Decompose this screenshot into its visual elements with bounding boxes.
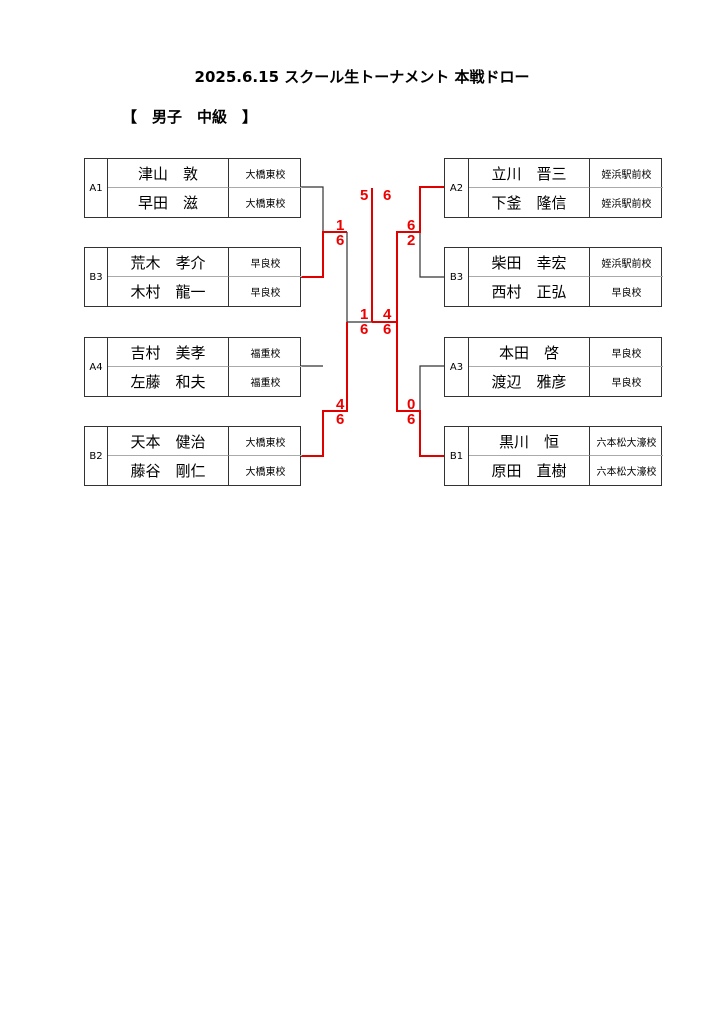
line-r1-bot: [419, 232, 444, 278]
score-r1-top: 6: [407, 217, 416, 234]
win-line-l2: [300, 322, 348, 457]
category-heading: 【 男子 中級 】: [122, 108, 258, 126]
player-name: 渡辺 雅彦: [469, 367, 590, 396]
score-r2-top: 0: [407, 396, 416, 413]
team-entry: B3 荒木 孝介 早良校 木村 龍一 早良校: [84, 247, 302, 307]
player-name: 立川 晋三: [469, 159, 590, 188]
score-final-left: 5: [360, 187, 369, 204]
score-semi-l-top: 1: [360, 306, 369, 323]
player-name: 藤谷 剛仁: [108, 456, 229, 485]
player-name: 柴田 幸宏: [469, 248, 590, 277]
team-entry: B2 天本 健治 大橋東校 藤谷 剛仁 大橋東校: [84, 426, 302, 486]
player-school: 福重校: [250, 378, 281, 389]
score-semi-r-top: 4: [383, 306, 392, 323]
page-title: 2025.6.15 スクール生トーナメント 本戦ドロー: [194, 68, 530, 86]
score-l1-bot: 6: [336, 232, 345, 249]
score-l1-top: 1: [336, 217, 345, 234]
seed-label: A4: [85, 338, 108, 396]
team-entry: B1 黒川 恒 六本松大濠校 原田 直樹 六本松大濠校: [444, 426, 663, 486]
player-name: 下釜 隆信: [469, 188, 590, 217]
team-entry: A4 吉村 美孝 福重校 左藤 和夫 福重校: [84, 337, 302, 397]
seed-label: B1: [445, 427, 469, 485]
line-r2-top: [419, 365, 444, 411]
score-l2-bot: 6: [336, 411, 345, 428]
player-name: 津山 敦: [108, 159, 229, 188]
seed-label: A3: [445, 338, 469, 396]
player-name: 吉村 美孝: [108, 338, 229, 367]
seed-label: B2: [85, 427, 108, 485]
score-semi-r-bot: 6: [383, 321, 392, 338]
player-name: 本田 啓: [469, 338, 590, 367]
player-school: 早良校: [590, 338, 663, 367]
score-l2-top: 4: [336, 396, 345, 413]
player-school: 六本松大濠校: [590, 427, 663, 456]
player-school: 福重校: [229, 338, 302, 367]
win-line-l1: [300, 231, 347, 278]
player-name: 原田 直樹: [469, 456, 590, 485]
team-entry: B3 柴田 幸宏 姪浜駅前校 西村 正弘 早良校: [444, 247, 663, 307]
player-school: 早良校: [611, 288, 642, 299]
player-school: 六本松大濠校: [596, 467, 657, 478]
player-name: 天本 健治: [108, 427, 229, 456]
seed-label: A1: [85, 159, 108, 217]
seed-label: A2: [445, 159, 469, 217]
player-school: 早良校: [611, 378, 642, 389]
score-r2-bot: 6: [407, 411, 416, 428]
player-school: 大橋東校: [245, 199, 286, 210]
player-school: 姪浜駅前校: [590, 159, 663, 188]
line-l1-top: [300, 186, 324, 232]
team-entry: A1 津山 敦 大橋東校 早田 滋 大橋東校: [84, 158, 302, 218]
player-school: 大橋東校: [229, 427, 302, 456]
player-name: 荒木 孝介: [108, 248, 229, 277]
score-final-right: 6: [383, 187, 392, 204]
player-school: 大橋東校: [245, 467, 286, 478]
player-name: 木村 龍一: [108, 277, 229, 306]
player-school: 早良校: [250, 288, 281, 299]
team-entry: A3 本田 啓 早良校 渡辺 雅彦 早良校: [444, 337, 663, 397]
player-name: 早田 滋: [108, 188, 229, 217]
seed-label: B3: [85, 248, 108, 306]
player-school: 大橋東校: [229, 159, 302, 188]
team-entry: A2 立川 晋三 姪浜駅前校 下釜 隆信 姪浜駅前校: [444, 158, 663, 218]
player-name: 左藤 和夫: [108, 367, 229, 396]
win-line-r1: [396, 186, 444, 457]
player-name: 黒川 恒: [469, 427, 590, 456]
score-semi-l-bot: 6: [360, 321, 369, 338]
seed-label: B3: [445, 248, 469, 306]
player-name: 西村 正弘: [469, 277, 590, 306]
player-school: 姪浜駅前校: [601, 199, 652, 210]
player-school: 早良校: [229, 248, 302, 277]
player-school: 姪浜駅前校: [590, 248, 663, 277]
score-r1-bot: 2: [407, 232, 416, 249]
